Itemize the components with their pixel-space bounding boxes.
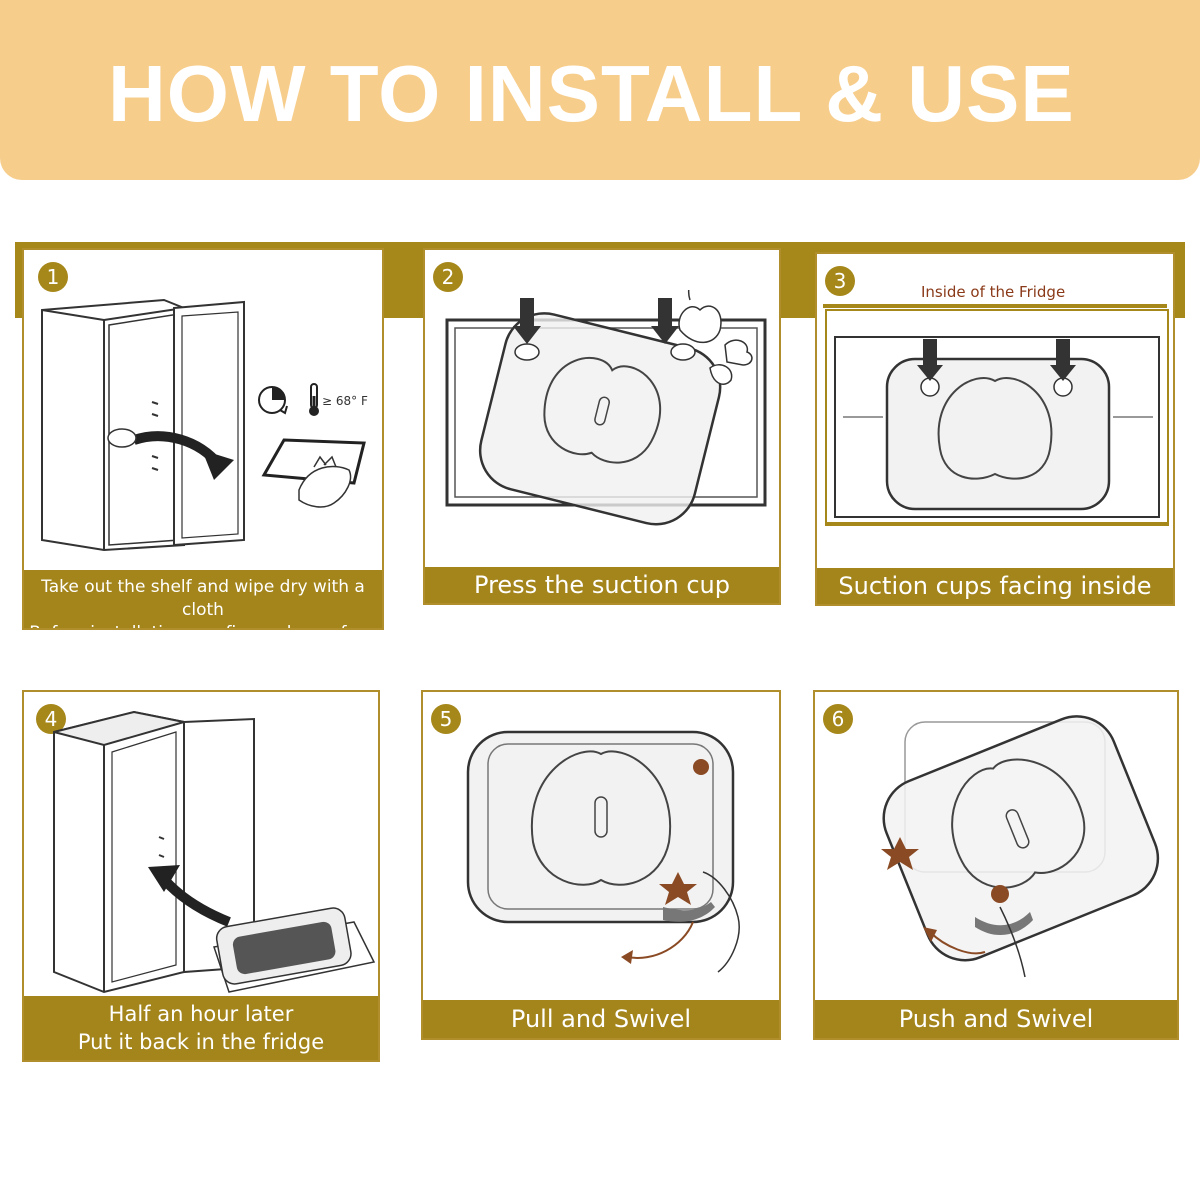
step-2-caption: Press the suction cup — [425, 567, 779, 603]
step-3-number: 3 — [825, 266, 855, 296]
step-5-panel: 5 Pull and Swivel — [421, 690, 781, 1040]
step-3-caption: Suction cups facing inside — [817, 568, 1173, 604]
fridge-open-illustration — [41, 298, 245, 552]
inside-fridge-label: Inside of the Fridge — [921, 283, 1066, 301]
step-5-number: 5 — [431, 704, 461, 734]
page-title: HOW TO INSTALL & USE — [108, 49, 1075, 138]
step-1-caption-line1: Take out the shelf and wipe dry with a c… — [41, 577, 365, 620]
step-1-number: 1 — [38, 262, 68, 292]
fridge-frame — [823, 304, 1167, 308]
temperature-label: ≥ 68° F — [322, 394, 368, 408]
step-4-number: 4 — [36, 704, 66, 734]
step-4-panel: 4 Half an hour later Put it back in the … — [22, 690, 380, 1062]
step-6-number: 6 — [823, 704, 853, 734]
shelf-wipe-illustration — [261, 438, 366, 508]
step-3-panel: 3 Inside of the Fridge Suction cups faci… — [815, 252, 1175, 606]
step-1-panel: 1 ≥ 68° F Take out the shelf and wipe dr… — [22, 248, 384, 630]
step-4-caption-line1: Half an hour later — [108, 1002, 294, 1026]
push-swivel-illustration — [881, 715, 1160, 978]
header-banner: HOW TO INSTALL & USE — [0, 0, 1200, 180]
step-1-caption: Take out the shelf and wipe dry with a c… — [24, 570, 382, 628]
step-2-caption-text: Press the suction cup — [474, 571, 730, 599]
step-2-number: 2 — [433, 262, 463, 292]
step-6-panel: 6 Push and Swivel — [813, 690, 1179, 1040]
step-2-panel: 2 Press the suction cup — [423, 248, 781, 605]
pull-swivel-illustration — [466, 730, 740, 973]
fridge-return-illustration — [53, 710, 376, 994]
suction-press-illustration — [445, 290, 767, 526]
step-6-caption: Push and Swivel — [815, 1000, 1177, 1038]
step-1-caption-line2: Before installation, confirm a dry surfa… — [24, 622, 382, 628]
step-4-caption-line2: Put it back in the fridge — [77, 1030, 325, 1054]
step-4-caption: Half an hour later Put it back in the fr… — [24, 996, 378, 1060]
step-6-caption-text: Push and Swivel — [898, 1005, 1094, 1033]
thermometer-icon — [309, 383, 319, 416]
step-5-caption-text: Pull and Swivel — [510, 1005, 692, 1033]
step-5-caption: Pull and Swivel — [423, 1000, 779, 1038]
clock-icon — [258, 386, 288, 415]
step-3-caption-text: Suction cups facing inside — [838, 572, 1152, 600]
suction-inside-illustration — [825, 309, 1169, 526]
